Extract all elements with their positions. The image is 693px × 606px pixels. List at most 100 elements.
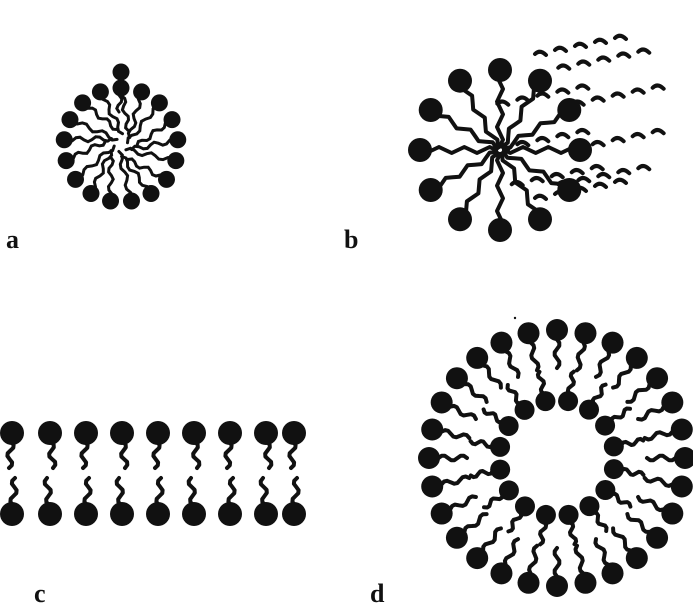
depth-arc bbox=[593, 142, 604, 145]
depth-arc bbox=[653, 85, 664, 88]
lipid-head bbox=[418, 447, 440, 469]
lipid-head bbox=[123, 193, 140, 210]
lipid-head bbox=[604, 459, 624, 479]
lipid-head bbox=[151, 94, 168, 111]
lipid-head bbox=[466, 547, 488, 569]
lipid-head bbox=[515, 496, 535, 516]
lipid-head bbox=[182, 502, 206, 526]
lipid-head bbox=[82, 185, 99, 202]
lipid-head bbox=[499, 416, 519, 436]
lipid-head bbox=[558, 391, 578, 411]
lipid-head bbox=[661, 503, 683, 525]
depth-arc bbox=[575, 44, 586, 47]
depth-arc bbox=[577, 85, 588, 88]
lipid-head bbox=[518, 572, 540, 594]
lipid-head bbox=[56, 131, 73, 148]
lipid-head bbox=[61, 111, 78, 128]
depth-arc bbox=[633, 134, 644, 137]
lipid-head bbox=[448, 69, 472, 93]
depth-arc bbox=[598, 57, 609, 60]
lipid-head bbox=[646, 527, 668, 549]
depth-arc bbox=[537, 138, 548, 141]
lipid-head bbox=[515, 400, 535, 420]
liposome-diagram bbox=[418, 317, 693, 597]
lipid-head bbox=[38, 502, 62, 526]
depth-arc bbox=[578, 178, 589, 181]
lipid-head bbox=[579, 400, 599, 420]
lipid-head bbox=[0, 502, 24, 526]
lipid-head bbox=[568, 138, 592, 162]
speck bbox=[514, 317, 516, 319]
lipid-head bbox=[546, 319, 568, 341]
depth-arc bbox=[598, 174, 609, 177]
lipid-head bbox=[557, 178, 581, 202]
lipid-head bbox=[490, 437, 510, 457]
lipid-head bbox=[0, 421, 24, 445]
lipid-head bbox=[421, 475, 443, 497]
depth-arc bbox=[557, 134, 568, 137]
depth-arc bbox=[517, 142, 528, 145]
lipid-head bbox=[604, 436, 624, 456]
depth-arc bbox=[558, 65, 569, 68]
lipid-head bbox=[218, 421, 242, 445]
depth-arc bbox=[595, 184, 606, 187]
lipid-head bbox=[528, 207, 552, 231]
lipid-head bbox=[535, 391, 555, 411]
depth-arc bbox=[653, 130, 664, 133]
panel-label-c: c bbox=[34, 579, 46, 606]
panel-label-d: d bbox=[370, 579, 385, 606]
depth-arc bbox=[578, 61, 589, 64]
lipid-head bbox=[167, 152, 184, 169]
lipid-head bbox=[448, 207, 472, 231]
depth-arc bbox=[593, 97, 604, 100]
lipid-head bbox=[143, 185, 160, 202]
depth-arc bbox=[613, 93, 624, 96]
lipid-head bbox=[282, 421, 306, 445]
cylindrical-micelle-diagram bbox=[408, 36, 664, 242]
depth-arc bbox=[532, 178, 543, 181]
lipid-head bbox=[674, 447, 693, 469]
depth-arc bbox=[595, 40, 606, 43]
lipid-head bbox=[602, 562, 624, 584]
panel-label-b: b bbox=[344, 225, 358, 254]
lipid-head bbox=[490, 332, 512, 354]
micelle-diagram bbox=[56, 64, 187, 210]
lipid-head bbox=[146, 502, 170, 526]
lipid-head bbox=[74, 502, 98, 526]
lipid-head bbox=[38, 421, 62, 445]
lipid-head bbox=[559, 505, 579, 525]
lipid-head bbox=[557, 98, 581, 122]
lipid-head bbox=[431, 391, 453, 413]
lipid-head bbox=[421, 419, 443, 441]
lipid-head bbox=[254, 502, 278, 526]
lipid-head bbox=[58, 152, 75, 169]
depth-arc bbox=[618, 170, 629, 173]
lipid-head bbox=[158, 171, 175, 188]
lipid-head bbox=[102, 193, 119, 210]
bilayer-diagram bbox=[0, 421, 306, 526]
depth-arc bbox=[555, 48, 566, 51]
depth-arc bbox=[517, 97, 528, 100]
lipid-head bbox=[146, 421, 170, 445]
depth-arc bbox=[572, 170, 583, 173]
depth-arc bbox=[615, 36, 626, 39]
depth-arc bbox=[577, 130, 588, 133]
depth-arc bbox=[552, 174, 563, 177]
depth-arc bbox=[592, 166, 603, 169]
lipid-head bbox=[490, 562, 512, 584]
depth-arc bbox=[537, 93, 548, 96]
lipid-head bbox=[169, 131, 186, 148]
lipid-head bbox=[488, 58, 512, 82]
lipid-head bbox=[646, 367, 668, 389]
depth-arc bbox=[638, 49, 649, 52]
lipid-head bbox=[74, 421, 98, 445]
lipid-head bbox=[419, 178, 443, 202]
lipid-head bbox=[595, 416, 615, 436]
lipid-head bbox=[536, 505, 556, 525]
lipid-head bbox=[574, 572, 596, 594]
lipid-head bbox=[595, 480, 615, 500]
lipid-head bbox=[626, 347, 648, 369]
lipid-head bbox=[218, 502, 242, 526]
lipid-head bbox=[282, 502, 306, 526]
